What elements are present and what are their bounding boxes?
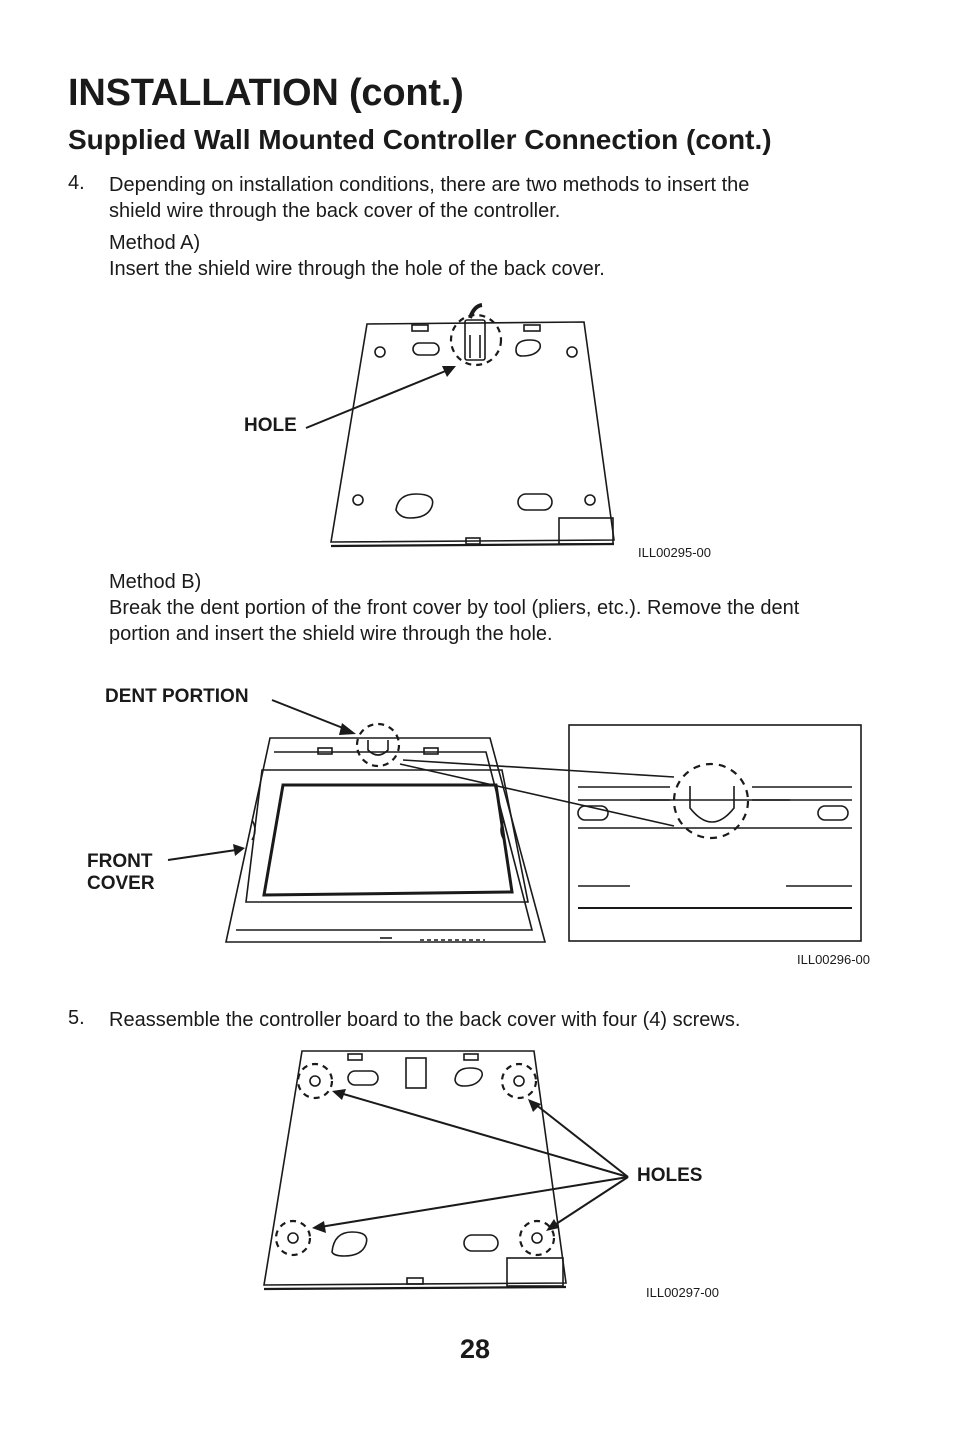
step-4-line-1: Depending on installation conditions, th…: [109, 174, 750, 196]
method-b-text: Break the dent portion of the front cove…: [109, 595, 909, 647]
figure-1-code: ILL00295-00: [638, 545, 712, 560]
page-title: INSTALLATION (cont.): [68, 72, 464, 114]
step-4-line-2: shield wire through the back cover of th…: [109, 200, 561, 222]
step-5-number: 5.: [68, 1007, 85, 1029]
front-cover-callout-label: FRONT COVER: [87, 851, 155, 895]
page-number: 28: [460, 1334, 491, 1364]
dent-portion-callout-label: DENT PORTION: [105, 686, 249, 707]
hole-callout-label: HOLE: [244, 415, 297, 436]
front-cover-label-line-1: FRONT: [87, 851, 153, 872]
method-a-title: Method A): [109, 232, 201, 254]
method-b-title: Method B): [109, 571, 202, 593]
method-b-line-1: Break the dent portion of the front cove…: [109, 597, 800, 619]
section-subtitle: Supplied Wall Mounted Controller Connect…: [68, 124, 772, 155]
front-cover-label-line-2: COVER: [87, 873, 155, 894]
method-a-text: Insert the shield wire through the hole …: [109, 258, 605, 280]
figure-2-code: ILL00296-00: [797, 952, 871, 967]
step-5-text: Reassemble the controller board to the b…: [109, 1009, 741, 1031]
method-b-line-2: portion and insert the shield wire throu…: [109, 623, 553, 645]
holes-callout-label: HOLES: [637, 1165, 703, 1186]
step-4-number: 4.: [68, 172, 85, 194]
figure-3-code: ILL00297-00: [646, 1285, 720, 1300]
step-4-text: Depending on installation conditions, th…: [109, 172, 909, 224]
